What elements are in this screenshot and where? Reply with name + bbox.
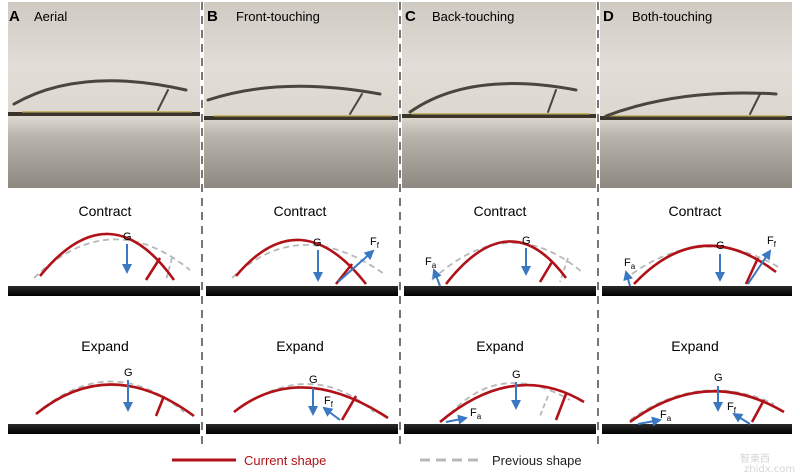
photo-surface-highlights bbox=[22, 111, 786, 117]
panel-title-b: Front-touching bbox=[236, 9, 320, 24]
panel-header-b: B Front-touching bbox=[207, 8, 320, 25]
panel-letter-b: B bbox=[207, 8, 218, 25]
current-leg bbox=[750, 399, 766, 423]
gravity-label: G bbox=[522, 235, 531, 247]
gravity-label: G bbox=[124, 367, 133, 379]
panel-letter-c: C bbox=[405, 8, 416, 25]
current-leg bbox=[744, 257, 760, 285]
ground-expand-b bbox=[206, 424, 398, 434]
contract-label-b: Contract bbox=[274, 203, 327, 219]
current-leg bbox=[154, 395, 166, 417]
contract-label-a: Contract bbox=[79, 203, 132, 219]
expand-label-b: Expand bbox=[276, 338, 323, 354]
front-friction-label: Ff bbox=[370, 236, 380, 250]
panel-header-c: C Back-touching bbox=[405, 8, 514, 25]
previous-leg bbox=[165, 257, 173, 281]
contract-label-c: Contract bbox=[474, 203, 527, 219]
back-friction-arrow bbox=[623, 270, 634, 287]
back-friction-label: Fa bbox=[470, 407, 482, 421]
gravity-label: G bbox=[123, 231, 132, 243]
panel-title-c: Back-touching bbox=[432, 9, 514, 24]
back-friction-label: Fa bbox=[425, 256, 437, 270]
panel-header-d: D Both-touching bbox=[603, 8, 712, 25]
previous-shape bbox=[431, 242, 583, 281]
current-shape bbox=[439, 383, 585, 423]
diagram-c-expand: G Fa bbox=[439, 369, 585, 425]
watermark-caption: zhidx.com bbox=[744, 464, 795, 475]
previous-leg bbox=[559, 257, 569, 283]
expand-labels: Expand Expand Expand Expand bbox=[81, 338, 718, 354]
current-shape bbox=[444, 240, 568, 285]
panel-header-a: A Aerial bbox=[9, 8, 67, 25]
current-shape bbox=[233, 386, 389, 420]
photo-surfaces bbox=[8, 112, 792, 120]
diagram-b-expand: G Ff bbox=[233, 374, 389, 421]
ground-contract-c bbox=[404, 286, 596, 296]
photo-b bbox=[204, 2, 398, 188]
expand-label-c: Expand bbox=[476, 338, 523, 354]
panel-dividers bbox=[201, 2, 599, 446]
panel-title-d: Both-touching bbox=[632, 9, 712, 24]
diagram-a-contract: G bbox=[33, 231, 191, 281]
previous-leg bbox=[539, 395, 549, 417]
previous-shape bbox=[231, 244, 385, 279]
ground-expand-c bbox=[404, 424, 596, 434]
front-friction-arrow bbox=[337, 249, 375, 283]
current-leg bbox=[538, 261, 554, 283]
current-shape bbox=[629, 390, 785, 424]
expand-label-a: Expand bbox=[81, 338, 128, 354]
front-friction-arrow bbox=[732, 412, 751, 425]
ground-expand-d bbox=[602, 424, 792, 434]
panel-title-a: Aerial bbox=[34, 9, 67, 24]
previous-shape bbox=[449, 382, 571, 415]
gravity-label: G bbox=[512, 369, 521, 381]
ground-expand-a bbox=[8, 424, 200, 434]
expand-label-d: Expand bbox=[671, 338, 718, 354]
back-friction-label: Fa bbox=[624, 257, 636, 271]
gravity-label: G bbox=[309, 374, 318, 386]
previous-shape bbox=[629, 389, 775, 421]
front-friction-label: Ff bbox=[767, 235, 777, 249]
front-friction-label: Ff bbox=[324, 395, 334, 409]
photo-c bbox=[402, 2, 596, 188]
front-friction-arrow bbox=[322, 406, 341, 421]
current-leg bbox=[554, 393, 568, 421]
gravity-label: G bbox=[716, 240, 725, 252]
ground-contract-a bbox=[8, 286, 200, 296]
panel-letter-a: A bbox=[9, 8, 20, 25]
legend-previous-label: Previous shape bbox=[492, 453, 582, 468]
front-friction-arrow bbox=[747, 249, 772, 285]
photo-a bbox=[8, 2, 200, 188]
watermark-logo: 智東西 bbox=[740, 452, 770, 465]
current-shape bbox=[235, 238, 368, 285]
contract-labels: Contract Contract Contract Contract bbox=[79, 203, 722, 219]
legend-current-label: Current shape bbox=[244, 453, 326, 468]
current-leg bbox=[340, 395, 358, 421]
back-friction-label: Fa bbox=[660, 409, 672, 423]
ground-bars bbox=[8, 286, 792, 434]
diagram-a-expand: G bbox=[35, 367, 195, 418]
current-shape bbox=[35, 383, 195, 418]
diagram-d-contract: G Ff Fa bbox=[623, 235, 781, 287]
diagram-d-expand: G Ff Fa bbox=[629, 372, 785, 427]
back-friction-arrow bbox=[445, 414, 468, 425]
current-leg bbox=[144, 257, 162, 281]
ground-contract-d bbox=[602, 286, 792, 296]
gravity-label: G bbox=[714, 372, 723, 384]
watermark: 智東西 zhidx.com bbox=[740, 452, 795, 475]
panel-letter-d: D bbox=[603, 8, 614, 25]
contract-label-d: Contract bbox=[669, 203, 722, 219]
photo-strip bbox=[8, 2, 792, 188]
photo-robots bbox=[12, 79, 778, 118]
back-friction-arrow bbox=[432, 268, 442, 287]
ground-contract-b bbox=[206, 286, 398, 296]
legend: Current shape Previous shape bbox=[172, 453, 582, 468]
back-friction-arrow bbox=[637, 416, 662, 427]
diagram-c-contract: G Fa bbox=[425, 235, 583, 287]
front-friction-label: Ff bbox=[727, 401, 737, 415]
diagram-b-contract: G Ff bbox=[231, 236, 385, 285]
gravity-label: G bbox=[313, 237, 322, 249]
